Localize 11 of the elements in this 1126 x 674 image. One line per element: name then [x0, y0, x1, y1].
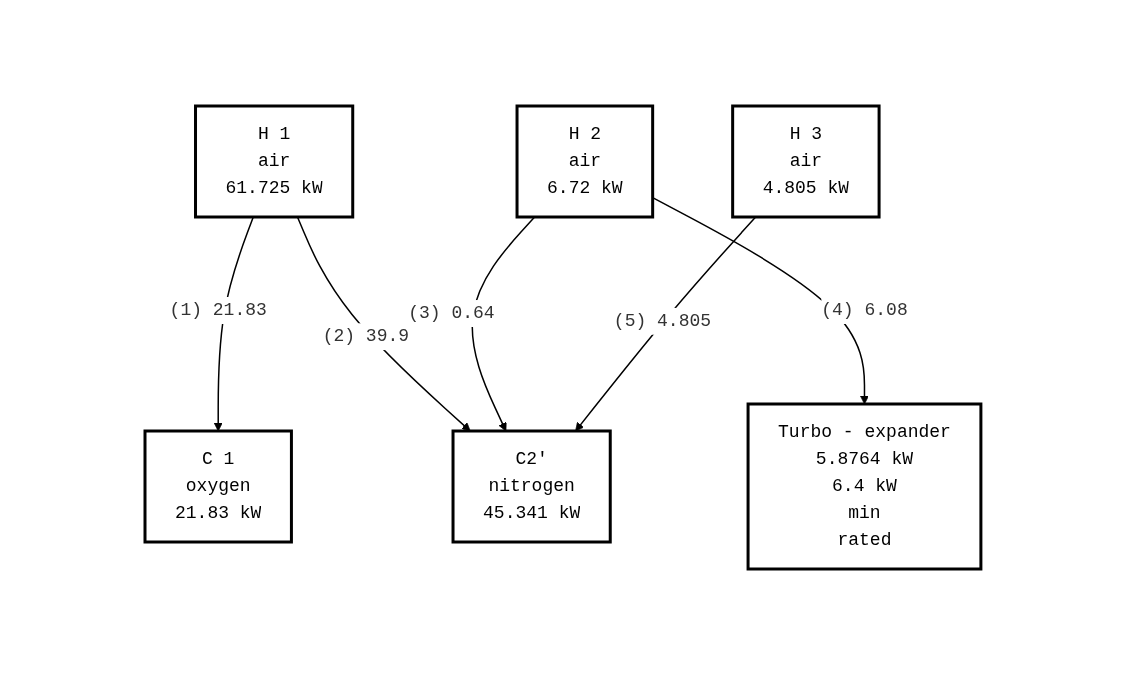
edge-label: (2) 39.9 [322, 325, 410, 346]
edge-label: (1) 21.83 [169, 299, 267, 320]
node-box: H 3 air 4.805 kW [731, 104, 881, 218]
node-box: H 2 air 6.72 kW [515, 104, 655, 218]
node-box: H 1 air 61.725 kW [194, 104, 355, 218]
edge-label: (4) 6.08 [821, 299, 908, 320]
node-box: Turbo - expander 5.8764 kW 6.4 kW min rated [746, 402, 983, 570]
node-box: C 1 oxygen 21.83 kW [143, 429, 293, 543]
edge-label: (3) 0.64 [408, 302, 495, 323]
node-box: C2' nitrogen 45.341 kW [451, 429, 612, 543]
edge-label: (5) 4.805 [613, 310, 712, 331]
